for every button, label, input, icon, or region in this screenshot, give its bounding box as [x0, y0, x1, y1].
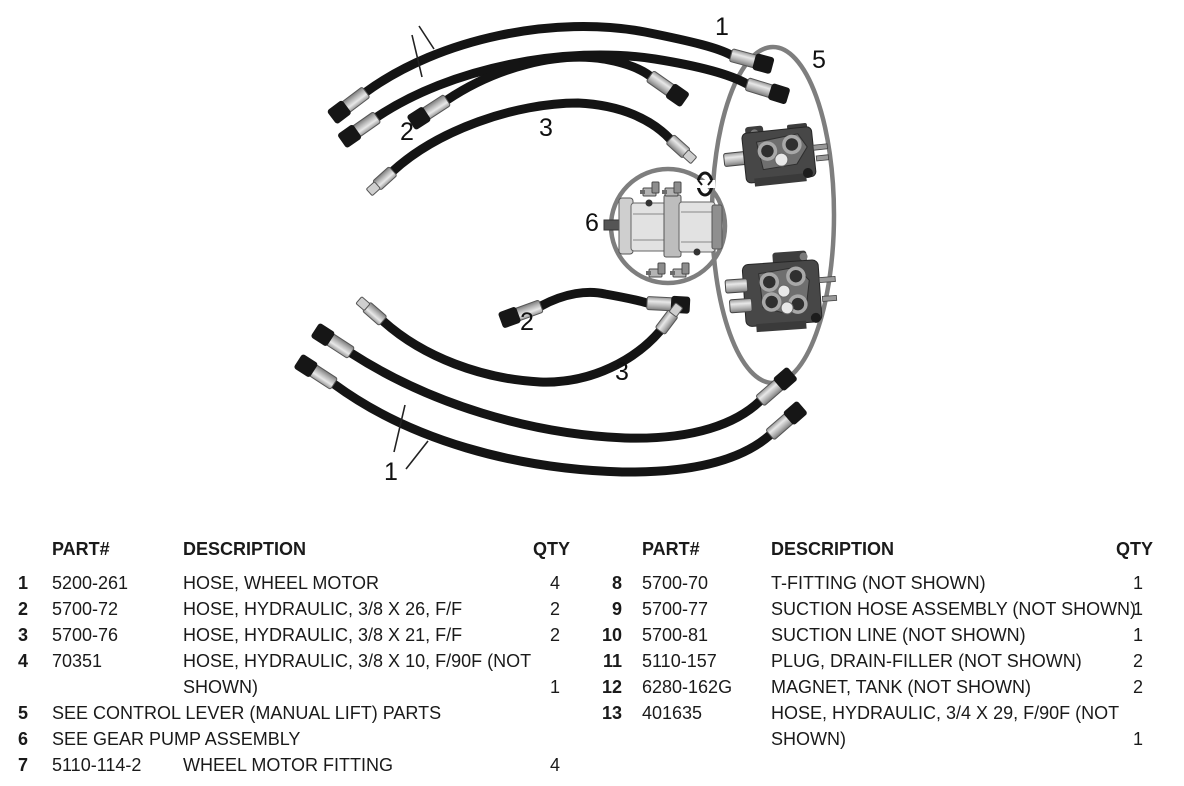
qty-cell: 2 [549, 625, 560, 645]
description-cell: SUCTION HOSE ASSEMBLY (NOT SHOWN) [771, 599, 1137, 619]
part-number-cell: 6280-162G [642, 677, 733, 697]
description-cell: SUCTION LINE (NOT SHOWN) [771, 625, 1026, 645]
hose-wheel-motor-top-b [336, 50, 792, 150]
description-cell: T-FITTING (NOT SHOWN) [771, 573, 986, 593]
table-row: 13 401635 HOSE, HYDRAULIC, 3/4 X 29, F/90F… [594, 700, 1155, 752]
clamp-icon [695, 171, 715, 197]
hose-hydraulic-21-top [364, 98, 699, 198]
description-cell: HOSE, HYDRAULIC, 3/8 X 10, F/90F (NOT SH… [183, 651, 532, 697]
qty-cell: 1 [1132, 599, 1143, 619]
control-valve-bottom [724, 250, 838, 333]
hose-hydraulic-21-bottom [354, 294, 685, 387]
gear-pump [603, 171, 723, 278]
item-number-header [6, 536, 28, 562]
part-number-cell: 70351 [52, 651, 103, 671]
qty-cell: 1 [1132, 729, 1143, 749]
table-row: 12 6280-162G MAGNET, TANK (NOT SHOWN) 2 [594, 674, 1155, 700]
item-number-cell: 7 [17, 755, 28, 775]
table-row: 5 SEE CONTROL LEVER (MANUAL LIFT) PARTS [6, 700, 572, 726]
part-number-cell: SEE GEAR PUMP ASSEMBLY [52, 729, 301, 749]
item-number-cell: 11 [602, 651, 622, 671]
control-valve-top [723, 123, 830, 187]
parts-diagram: 1 2 3 5 6 2 3 1 [292, 13, 838, 486]
description-cell: WHEEL MOTOR FITTING [183, 755, 393, 775]
part-number-cell: 5110-157 [642, 651, 717, 671]
callout-label-3: 3 [615, 358, 629, 386]
callout-label-1: 1 [715, 13, 729, 41]
description-cell: HOSE, HYDRAULIC, 3/8 X 26, F/F [183, 599, 463, 619]
part-number-cell: 5700-81 [642, 625, 709, 645]
qty-cell: 1 [549, 677, 560, 697]
table-header-row: PART# DESCRIPTION QTY [6, 536, 572, 562]
callout-label-2: 2 [520, 308, 534, 336]
description-header: DESCRIPTION [183, 539, 307, 559]
part-number-cell: 5700-76 [52, 625, 119, 645]
parts-table-right: PART# DESCRIPTION QTY 8 5700-70 T-FITTING (NO… [594, 536, 1155, 752]
item-number-cell: 10 [601, 625, 622, 645]
hose-hydraulic-26-bottom [497, 287, 691, 330]
callout-label-3: 3 [539, 114, 553, 142]
part-number-header: PART# [52, 539, 110, 559]
hose-wheel-motor-bottom-b [292, 352, 809, 477]
part-number-cell: 401635 [642, 703, 703, 723]
qty-cell: 4 [549, 755, 560, 775]
description-header: DESCRIPTION [771, 539, 895, 559]
hose-wheel-motor-top-a [326, 21, 776, 126]
qty-cell: 2 [1132, 677, 1143, 697]
parts-table-left: PART# DESCRIPTION QTY 1 5200-261 HOSE, WHEEL … [6, 536, 572, 778]
item-number-cell: 8 [611, 573, 622, 593]
callout-label-2: 2 [400, 118, 414, 146]
item-number-cell: 9 [611, 599, 622, 619]
part-number-cell: SEE CONTROL LEVER (MANUAL LIFT) PARTS [52, 703, 442, 723]
item-number-cell: 2 [17, 599, 28, 619]
qty-header: QTY [1115, 539, 1153, 559]
table-row: 2 5700-72 HOSE, HYDRAULIC, 3/8 X 26, F/F 2 [6, 596, 572, 622]
table-header-row: PART# DESCRIPTION QTY [594, 536, 1155, 562]
table-row: 4 70351 HOSE, HYDRAULIC, 3/8 X 10, F/90F (… [6, 648, 572, 700]
item-number-cell: 13 [601, 703, 622, 723]
callout-label-5: 5 [812, 46, 826, 74]
table-row: 9 5700-77 SUCTION HOSE ASSEMBLY (NOT SHOWN… [594, 596, 1155, 622]
table-row: 3 5700-76 HOSE, HYDRAULIC, 3/8 X 21, F/F 2 [6, 622, 572, 648]
table-row: 10 5700-81 SUCTION LINE (NOT SHOWN) 1 [594, 622, 1155, 648]
description-cell: HOSE, WHEEL MOTOR [183, 573, 380, 593]
hose-hydraulic-26-top [405, 52, 691, 132]
item-number-cell: 6 [17, 729, 28, 749]
table-row: 1 5200-261 HOSE, WHEEL MOTOR 4 [6, 570, 572, 596]
table-row: 6 SEE GEAR PUMP ASSEMBLY [6, 726, 572, 752]
part-number-cell: 5700-72 [52, 599, 119, 619]
part-number-cell: 5700-70 [642, 573, 709, 593]
part-number-header: PART# [642, 539, 700, 559]
leader-lines-bottom [393, 404, 429, 470]
table-row: 8 5700-70 T-FITTING (NOT SHOWN) 1 [594, 570, 1155, 596]
part-number-cell: 5200-261 [52, 573, 129, 593]
item-number-cell: 5 [17, 703, 28, 723]
qty-cell: 4 [549, 573, 560, 593]
callout-labels: 1 2 3 5 6 2 3 1 [384, 13, 826, 486]
item-number-cell: 3 [17, 625, 28, 645]
qty-cell: 1 [1132, 625, 1143, 645]
hose-wheel-motor-bottom-a [309, 321, 799, 443]
leader-lines-top [411, 25, 435, 78]
description-cell: PLUG, DRAIN-FILLER (NOT SHOWN) [771, 651, 1082, 671]
part-number-cell: 5110-114-2 [52, 755, 142, 775]
description-cell: MAGNET, TANK (NOT SHOWN) [771, 677, 1032, 697]
table-row: 7 5110-114-2 WHEEL MOTOR FITTING 4 [6, 752, 572, 778]
description-cell: HOSE, HYDRAULIC, 3/4 X 29, F/90F (NOT SH… [771, 703, 1120, 749]
callout-label-6: 6 [585, 209, 599, 237]
part-number-cell: 5700-77 [642, 599, 709, 619]
callout-label-1: 1 [384, 458, 398, 486]
description-cell: HOSE, HYDRAULIC, 3/8 X 21, F/F [183, 625, 463, 645]
item-number-cell: 12 [601, 677, 622, 697]
item-number-header [594, 536, 622, 562]
item-number-cell: 4 [17, 651, 28, 671]
table-row: 11 5110-157 PLUG, DRAIN-FILLER (NOT SHOWN)… [594, 648, 1155, 674]
qty-cell: 2 [549, 599, 560, 619]
qty-cell: 2 [1132, 651, 1143, 671]
qty-header: QTY [532, 539, 570, 559]
item-number-cell: 1 [17, 573, 28, 593]
qty-cell: 1 [1132, 573, 1143, 593]
